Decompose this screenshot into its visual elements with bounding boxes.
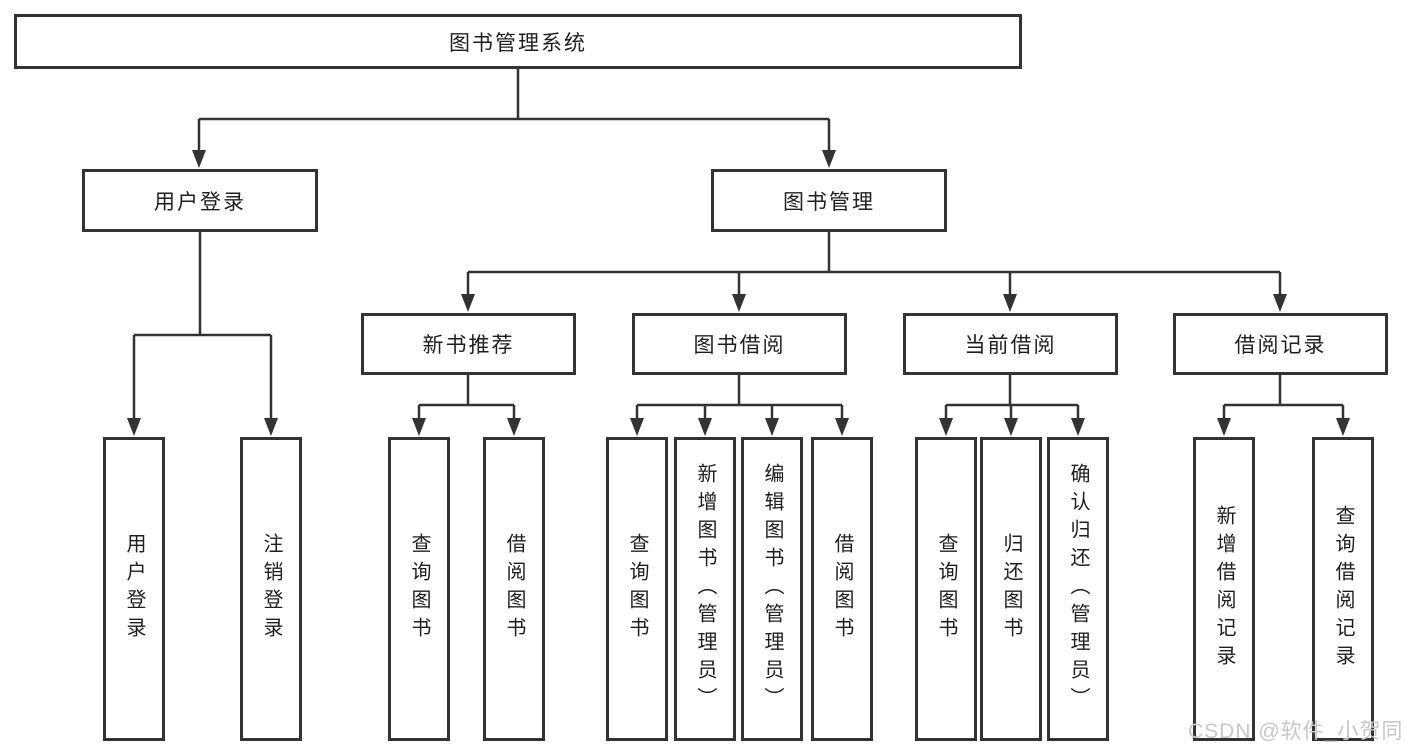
node-book-borrowing: 图书借阅 <box>632 313 847 375</box>
leaf-confirm-return-admin: 确认归还（管理员） <box>1047 437 1109 741</box>
node-book-management: 图书管理 <box>711 169 947 232</box>
leaf-label: 用户登录 <box>123 533 145 645</box>
node-label: 图书管理系统 <box>449 31 587 55</box>
leaf-label: 借阅图书 <box>831 533 853 645</box>
leaf-label: 新增图书（管理员） <box>694 463 716 715</box>
leaf-add-books-admin: 新增图书（管理员） <box>674 437 736 741</box>
leaf-label: 查询图书 <box>408 533 430 645</box>
leaf-logout: 注销登录 <box>240 437 302 741</box>
node-current-borrowing: 当前借阅 <box>903 313 1118 375</box>
leaf-borrow-books-recommend: 借阅图书 <box>483 437 545 741</box>
leaf-borrow-books-borrowing: 借阅图书 <box>811 437 873 741</box>
leaf-label: 借阅图书 <box>503 533 525 645</box>
node-label: 图书管理 <box>783 190 875 214</box>
leaf-label: 归还图书 <box>1000 533 1022 645</box>
leaf-label: 确认归还（管理员） <box>1067 463 1089 715</box>
leaf-label: 查询图书 <box>935 533 957 645</box>
leaf-query-books-borrowing: 查询图书 <box>606 437 668 741</box>
leaf-label: 新增借阅记录 <box>1213 505 1235 673</box>
leaf-label: 查询借阅记录 <box>1332 505 1354 673</box>
leaf-query-books-recommend: 查询图书 <box>388 437 450 741</box>
node-borrowing-records: 借阅记录 <box>1173 313 1388 375</box>
leaf-return-books: 归还图书 <box>980 437 1042 741</box>
node-label: 借阅记录 <box>1234 334 1327 357</box>
leaf-edit-books-admin: 编辑图书（管理员） <box>741 437 803 741</box>
leaf-label: 编辑图书（管理员） <box>761 463 783 715</box>
leaf-user-login: 用户登录 <box>103 437 165 741</box>
node-new-book-recommendation: 新书推荐 <box>361 313 576 375</box>
leaf-label: 查询图书 <box>626 533 648 645</box>
leaf-query-books-current: 查询图书 <box>915 437 977 741</box>
leaf-add-borrow-record: 新增借阅记录 <box>1193 437 1255 741</box>
node-label: 新书推荐 <box>422 334 515 357</box>
node-label: 图书借阅 <box>693 334 786 357</box>
node-label: 用户登录 <box>154 190 246 214</box>
csdn-watermark: CSDN @软件_小贺同学 <box>1188 720 1405 743</box>
leaf-label: 注销登录 <box>260 533 282 645</box>
node-label: 当前借阅 <box>964 334 1057 357</box>
leaf-query-borrow-record: 查询借阅记录 <box>1312 437 1374 741</box>
node-library-management-system: 图书管理系统 <box>14 14 1022 69</box>
node-user-login: 用户登录 <box>82 169 318 232</box>
arrowhead-group <box>127 150 1350 436</box>
